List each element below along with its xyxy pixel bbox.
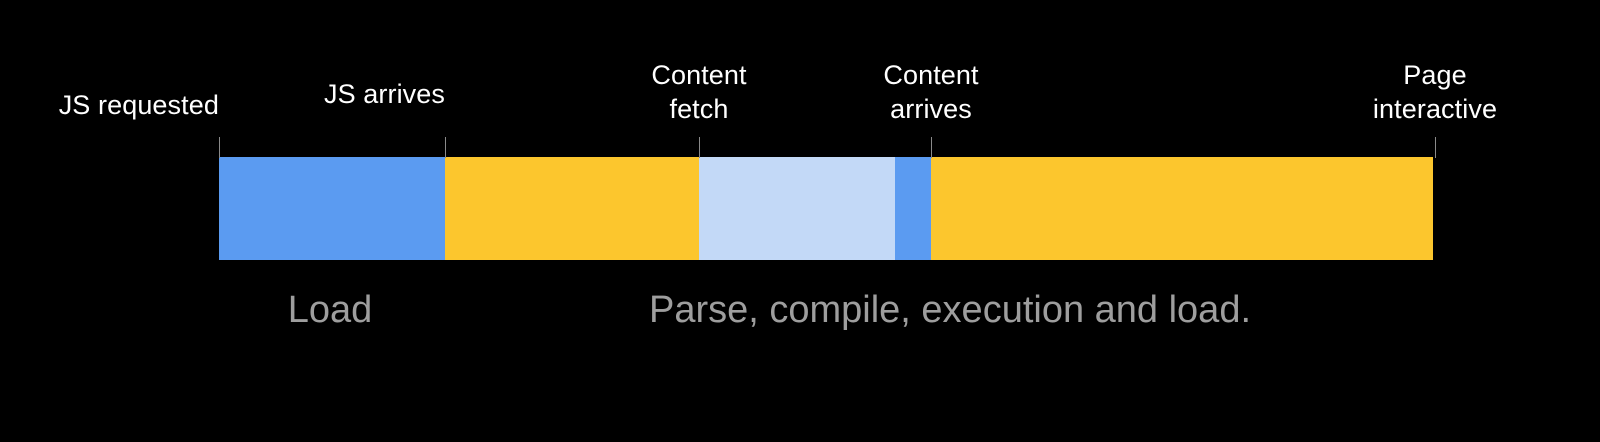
milestone-label-page-interactive: Page interactive	[1372, 60, 1498, 124]
bar-segment-js-download	[219, 157, 445, 260]
tick-js-requested	[219, 137, 220, 158]
milestone-label-content-fetch: Content fetch	[651, 60, 747, 124]
timeline-bar	[219, 157, 1433, 260]
phase-label-load: Load	[287, 289, 373, 331]
tick-content-arrives	[931, 137, 932, 158]
milestone-label-js-requested: JS requested	[58, 90, 219, 120]
tick-js-arrives	[445, 137, 446, 158]
phase-label-process: Parse, compile, execution and load.	[648, 289, 1252, 331]
tick-content-fetch	[699, 137, 700, 158]
tick-page-interactive	[1435, 137, 1436, 158]
milestone-label-content-arrives: Content arrives	[883, 60, 979, 124]
bar-segment-parse-and-compile	[445, 157, 699, 260]
bar-segment-execution-and-load	[931, 157, 1433, 260]
bar-segment-content-handling	[895, 157, 931, 260]
bar-segment-content-fetch-wait	[699, 157, 895, 260]
milestone-label-js-arrives: JS arrives	[323, 79, 445, 109]
